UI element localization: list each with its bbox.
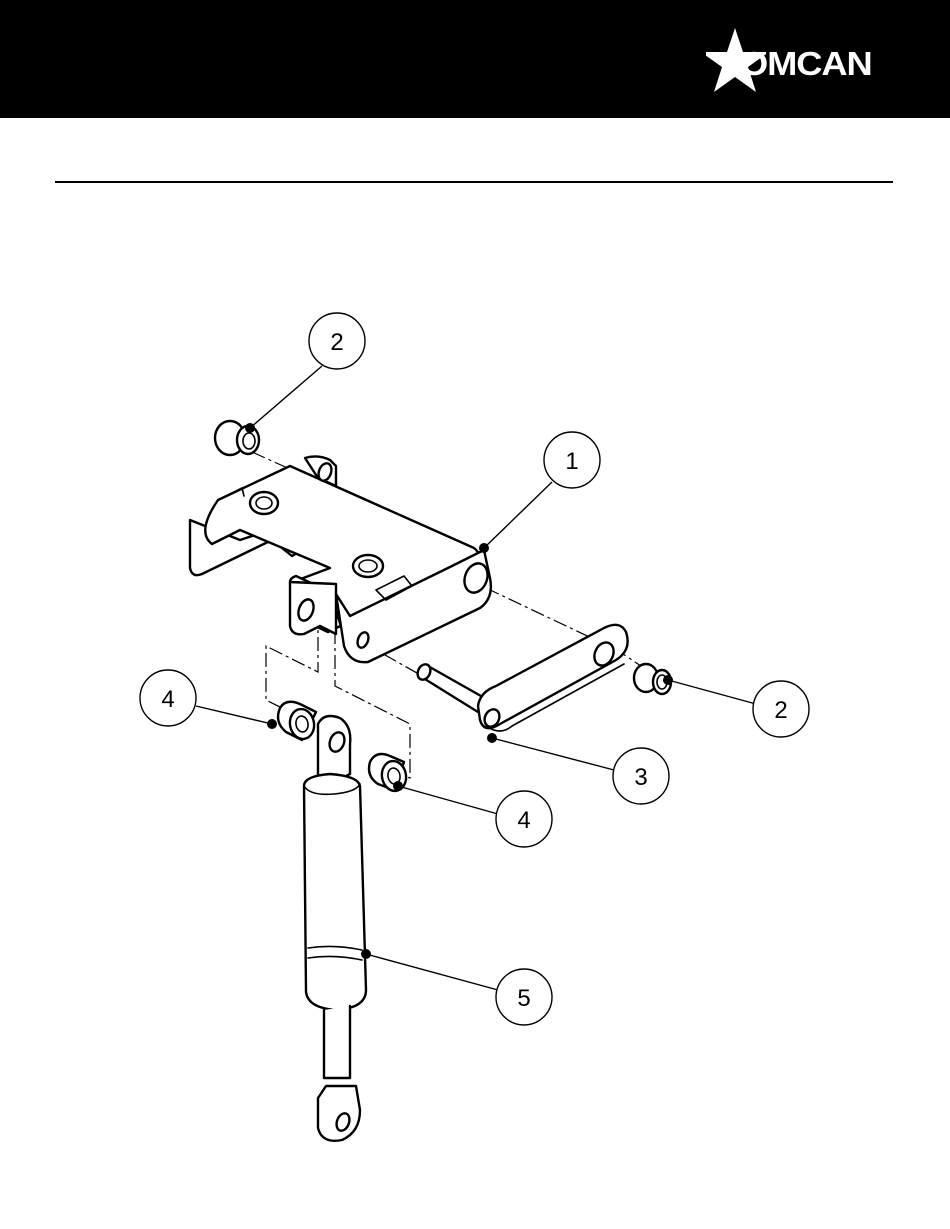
callout-2-top: 2 [309, 313, 365, 369]
callout-3: 3 [613, 748, 669, 804]
leader-lines [196, 366, 756, 990]
callout-3-label: 3 [634, 764, 647, 791]
bracket-part [190, 456, 491, 662]
callout-1-label: 1 [565, 448, 578, 475]
callout-1: 1 [544, 432, 600, 488]
link-plate-part [415, 625, 627, 731]
callout-4-left: 4 [140, 670, 196, 726]
callout-4-right-label: 4 [517, 807, 530, 834]
gas-spring-part [304, 716, 366, 1141]
callout-5: 5 [496, 969, 552, 1025]
callout-2-right-label: 2 [774, 697, 787, 724]
callout-4-right: 4 [496, 791, 552, 847]
callout-5-label: 5 [517, 985, 530, 1012]
callout-2-right: 2 [753, 681, 809, 737]
callout-2-top-label: 2 [330, 329, 343, 356]
callout-4-left-label: 4 [161, 686, 174, 713]
spacer-part-left [278, 702, 316, 741]
